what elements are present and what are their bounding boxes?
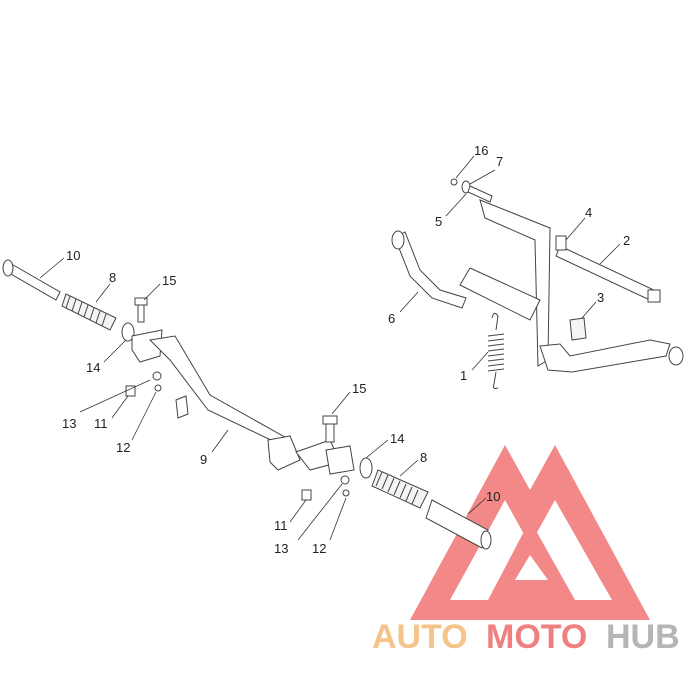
bolt-head-right xyxy=(322,415,338,425)
watermark-text: AUTO MOTO HUB xyxy=(372,618,680,656)
callout-13-left: 13 xyxy=(62,416,76,431)
watermark-hub: HUB xyxy=(606,618,680,656)
bolt-head-left xyxy=(134,297,148,306)
washer-left xyxy=(121,322,135,342)
main-stand-web xyxy=(459,267,541,321)
callout-13-right: 13 xyxy=(274,541,288,556)
callout-1: 1 xyxy=(460,368,467,383)
return-spring xyxy=(487,312,505,389)
stand-pedal-arm xyxy=(539,339,671,373)
callout-7: 7 xyxy=(496,154,503,169)
footpeg-shaft-right xyxy=(425,499,489,549)
callout-11-right: 11 xyxy=(274,518,288,533)
pivot-collar xyxy=(555,235,567,251)
watermark-moto: MOTO xyxy=(486,618,587,656)
footpeg-bar xyxy=(148,335,341,471)
callout-10-right: 10 xyxy=(486,489,500,504)
callout-4: 4 xyxy=(585,205,592,220)
rubber-stopper xyxy=(569,317,587,341)
bolt-right xyxy=(325,423,335,443)
bolt-small-right xyxy=(301,489,312,501)
callout-16: 16 xyxy=(474,143,488,158)
stand-pedal-end xyxy=(668,346,684,366)
lock-washer-left xyxy=(154,384,162,392)
callout-14-right: 14 xyxy=(390,431,404,446)
nut-left xyxy=(152,371,162,381)
pivot-shaft-end xyxy=(647,289,661,303)
pin xyxy=(467,185,493,203)
callout-5: 5 xyxy=(435,214,442,229)
bracket-right xyxy=(325,445,355,475)
main-stand-assembly xyxy=(391,178,684,373)
nut-right xyxy=(340,475,350,485)
callout-15-right: 15 xyxy=(352,381,366,396)
watermark-auto: AUTO xyxy=(372,618,468,656)
footpeg-rubber-left xyxy=(61,293,117,331)
callout-9: 9 xyxy=(200,452,207,467)
pivot-shaft xyxy=(555,245,659,303)
footpeg-shaft-end-left xyxy=(2,259,14,277)
callout-10-left: 10 xyxy=(66,248,80,263)
callout-14-left: 14 xyxy=(86,360,100,375)
stand-foot-left xyxy=(391,230,405,250)
callout-11-left: 11 xyxy=(94,416,108,431)
callout-8-left: 8 xyxy=(109,270,116,285)
callout-12-right: 12 xyxy=(312,541,326,556)
bracket-left xyxy=(131,329,163,363)
stand-leg xyxy=(394,231,467,309)
washer-right xyxy=(359,457,373,479)
right-footpeg-assembly xyxy=(301,415,492,550)
footpeg-shaft-end-right xyxy=(480,530,492,550)
callout-6: 6 xyxy=(388,311,395,326)
callout-8-right: 8 xyxy=(420,450,427,465)
callout-3: 3 xyxy=(597,290,604,305)
bolt-left xyxy=(137,303,145,323)
watermark-logo xyxy=(410,445,650,620)
callout-12-left: 12 xyxy=(116,440,130,455)
split-pin xyxy=(450,178,458,186)
footpeg-rubber-right xyxy=(371,469,429,509)
left-footpeg-assembly xyxy=(2,259,163,397)
callout-15-left: 15 xyxy=(162,273,176,288)
callouts: 1 2 3 4 5 6 7 16 10 8 15 14 13 11 xyxy=(39,143,630,556)
callout-2: 2 xyxy=(623,233,630,248)
lock-washer-right xyxy=(342,489,350,497)
